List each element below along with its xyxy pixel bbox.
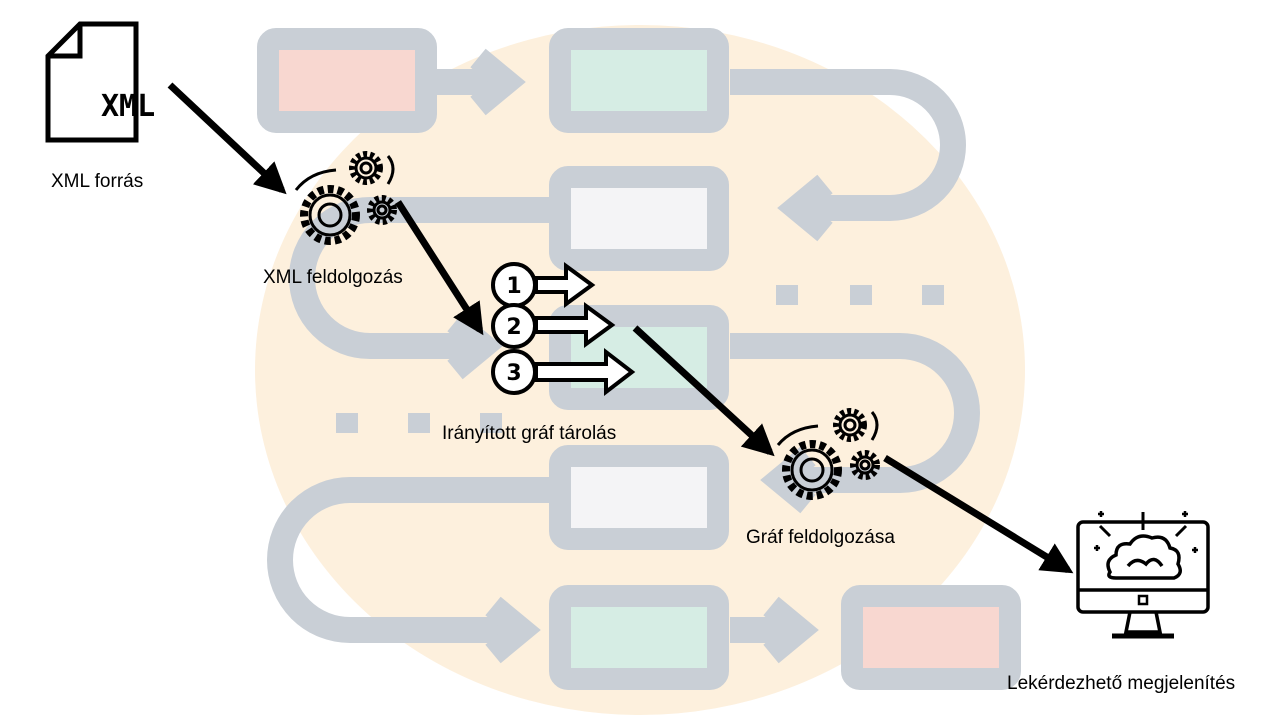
background-boxes xyxy=(257,28,1021,690)
gears-icon-xml-processing xyxy=(294,151,397,245)
xml-file-icon: XML xyxy=(45,21,155,143)
step-label-xml-source: XML forrás xyxy=(51,171,144,192)
box-white-lower xyxy=(549,445,729,550)
arrow-storage-to-graph-processing xyxy=(632,325,775,457)
arrow-processing-to-storage xyxy=(395,200,484,336)
ellipsis-dots-right xyxy=(776,285,944,305)
step-label-xml-processing: XML feldolgozás xyxy=(263,267,403,288)
numbered-item-1: 1 xyxy=(506,274,521,299)
box-white-middle xyxy=(549,166,729,271)
xml-icon-text: XML xyxy=(101,89,155,124)
box-green-top xyxy=(549,28,729,133)
box-red-top xyxy=(257,28,437,133)
monitor-brain-icon xyxy=(1076,511,1210,639)
numbered-arrows-icon: 1 2 3 xyxy=(491,262,636,397)
arrow-xml-to-processing xyxy=(167,82,287,195)
step-label-graph-processing: Gráf feldolgozása xyxy=(746,527,895,548)
arrow-graph-processing-to-display xyxy=(883,455,1074,574)
numbered-item-2: 2 xyxy=(506,315,521,340)
box-green-bottom xyxy=(549,585,729,690)
process-arrows xyxy=(167,82,1074,574)
box-red-bottom xyxy=(841,585,1021,690)
gears-icon-graph-processing xyxy=(776,408,880,500)
numbered-item-3: 3 xyxy=(506,361,521,386)
step-label-graph-storage: Irányított gráf tárolás xyxy=(442,423,617,444)
background-flow-track xyxy=(267,69,980,643)
ellipsis-dots-left xyxy=(336,413,502,433)
step-label-queryable-display: Lekérdezhető megjelenítés xyxy=(1007,673,1236,694)
